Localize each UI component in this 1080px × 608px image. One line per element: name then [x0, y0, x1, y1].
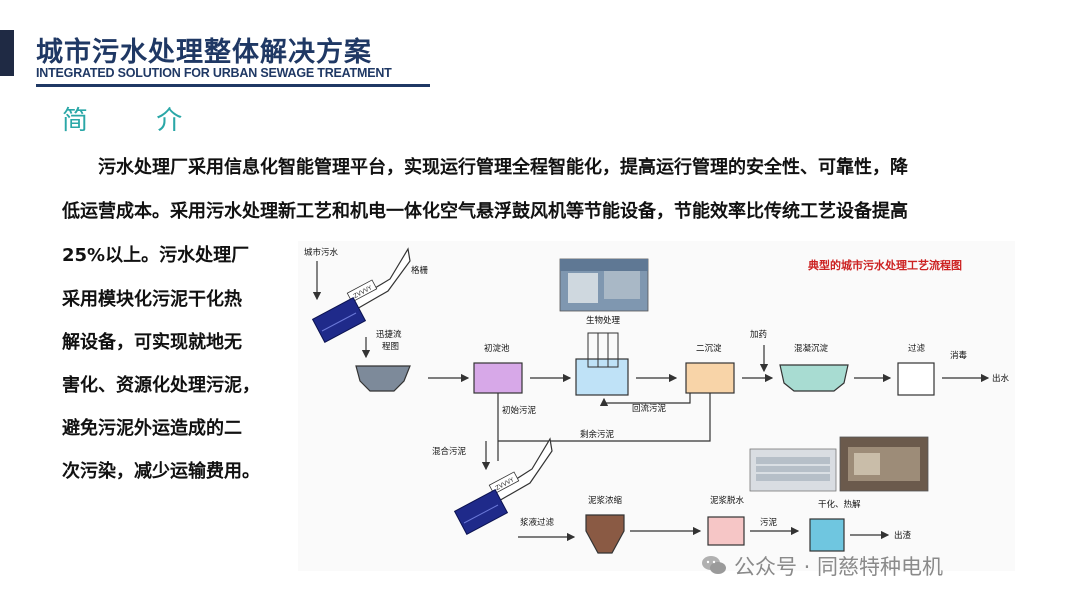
title-accent-bar	[0, 30, 14, 76]
grille-conveyor: ZVVVY	[311, 247, 411, 343]
coagulation-tank	[779, 364, 849, 392]
label-excess-sludge: 剩余污泥	[580, 429, 615, 440]
filter-box	[897, 362, 935, 396]
section-title: 简 介	[62, 106, 213, 136]
process-flow-diagram: 典型的城市污水处理工艺流程图 城市污水 ZVVVY 格栅 迅捷流 程图 初淀池	[298, 241, 1015, 571]
equipment-photo-3	[839, 436, 929, 492]
label-bio: 生物处理	[586, 315, 621, 326]
label-sludge: 污泥	[760, 517, 778, 528]
intro-line-2: 低运营成本。采用污水处理新工艺和机电一体化空气悬浮鼓风机等节能设备，节能效率比传…	[62, 201, 908, 222]
intro-left-line-6: 次污染，减少运输费用。	[62, 461, 260, 482]
label-filter: 过滤	[908, 343, 926, 354]
intro-line-1: 污水处理厂采用信息化智能管理平台，实现运行管理全程智能化，提高运行管理的安全性、…	[98, 157, 908, 178]
diagram-title: 典型的城市污水处理工艺流程图	[808, 258, 962, 272]
dewater-unit	[707, 516, 745, 546]
watermark-text: 公众号 · 同慈特种电机	[734, 555, 944, 579]
intro-left-line-4: 害化、资源化处理污泥，	[62, 375, 260, 396]
label-return-sludge: 回流污泥	[632, 403, 667, 414]
intro-left-line-5: 避免污泥外运造成的二	[62, 418, 242, 439]
intro-left-line-1: 25%以上。污水处理厂	[62, 245, 250, 266]
label-city-sewage: 城市污水	[304, 247, 339, 258]
equipment-photo-1	[559, 258, 649, 312]
wechat-icon	[702, 556, 726, 574]
label-flow-2: 程图	[382, 342, 399, 352]
intro-left-line-3: 解设备，可实现就地无	[62, 332, 242, 353]
label-coag: 混凝沉淀	[794, 343, 829, 354]
label-slag: 出渣	[894, 530, 912, 541]
equipment-photo-2	[749, 448, 837, 492]
label-outflow: 出水	[992, 373, 1010, 384]
label-disinfect: 消毒	[950, 350, 968, 361]
thickener	[585, 514, 625, 554]
label-dewater: 泥浆脱水	[710, 495, 745, 506]
label-mixed-sludge: 混合污泥	[432, 446, 467, 457]
label-grille: 格栅	[411, 265, 429, 276]
grit-clarifier	[355, 365, 411, 392]
drying-unit	[809, 518, 845, 552]
label-dosing: 加药	[750, 329, 767, 340]
label-flow-1: 迅捷流	[376, 329, 402, 340]
intro-left-line-2: 采用模块化污泥干化热	[62, 289, 242, 310]
label-secondary: 二沉淀	[696, 343, 722, 354]
bio-treatment-tank	[575, 332, 629, 396]
label-primary-tank: 初淀池	[484, 343, 510, 354]
page-subtitle: INTEGRATED SOLUTION FOR URBAN SEWAGE TRE…	[36, 66, 392, 80]
title-underline	[36, 84, 430, 87]
label-slurry-filter: 浆液过滤	[520, 517, 555, 528]
sludge-conveyor: ZVVVY	[453, 437, 553, 535]
label-thicken: 泥浆浓缩	[588, 495, 623, 506]
primary-tank	[473, 362, 523, 394]
secondary-tank	[685, 362, 735, 394]
label-primary-sludge: 初始污泥	[502, 405, 537, 416]
page-title: 城市污水处理整体解决方案	[36, 37, 372, 68]
label-drying: 干化、热解	[818, 499, 861, 510]
